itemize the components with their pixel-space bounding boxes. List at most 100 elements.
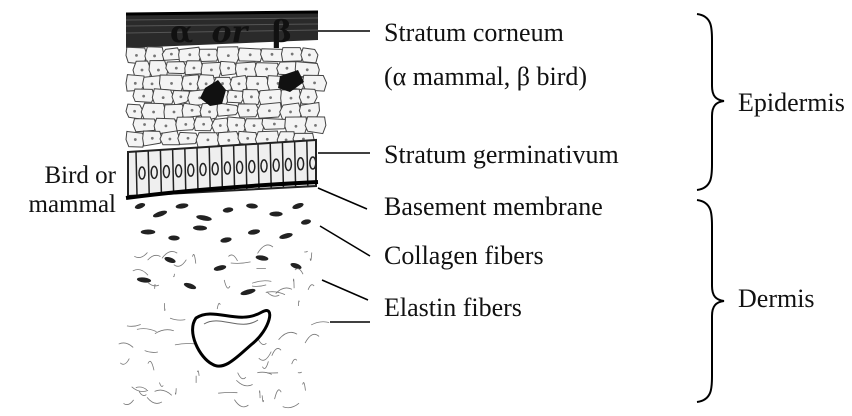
cell-nucleus xyxy=(308,109,311,112)
elastin-fiber xyxy=(238,373,246,379)
elastin-fiber xyxy=(283,403,299,408)
elastin-fiber xyxy=(292,359,297,364)
fibroblast-nucleus xyxy=(196,214,212,222)
cell-wall xyxy=(270,142,271,188)
blood-vessel xyxy=(193,311,270,367)
elastin-fiber xyxy=(308,285,314,290)
cell-nucleus xyxy=(173,111,176,114)
cell-nucleus xyxy=(188,53,191,56)
cell-nucleus xyxy=(273,123,276,126)
cell-nucleus xyxy=(170,53,173,56)
cell-nucleus xyxy=(142,95,145,98)
elastin-fiber xyxy=(119,343,133,348)
cell-wall xyxy=(160,149,161,193)
elastin-fiber xyxy=(175,388,176,394)
fibroblast-nucleus xyxy=(301,219,312,226)
fibroblast-nucleus xyxy=(141,229,156,234)
elastin-fiber xyxy=(295,269,303,274)
cell-wall xyxy=(185,148,186,193)
cell-nucleus xyxy=(175,67,178,70)
svg-text:α or β: α or β xyxy=(170,15,292,50)
cell-nucleus xyxy=(238,82,241,85)
elastin-fiber xyxy=(304,251,307,252)
elastin-fiber xyxy=(175,343,195,344)
elastin-fiber xyxy=(218,392,237,393)
cell-nucleus xyxy=(306,68,309,71)
cell-nucleus xyxy=(253,124,256,127)
elastin-fiber xyxy=(197,371,199,376)
side-label-line1: Bird or xyxy=(14,161,116,190)
elastin-fiber xyxy=(311,322,329,325)
fibroblast-nucleus xyxy=(175,203,188,210)
elastin-fiber xyxy=(174,260,187,267)
spinous-cell-layer xyxy=(126,47,327,149)
label-stratum-corneum-note: (α mammal, β bird) xyxy=(384,62,587,92)
elastin-fiber xyxy=(134,253,147,258)
cell-nucleus xyxy=(291,53,294,56)
cell-nucleus xyxy=(207,53,210,56)
fibroblast-nucleus xyxy=(269,211,282,216)
cell-nucleus xyxy=(308,53,311,56)
cell-nucleus xyxy=(184,123,187,126)
label-basement-membrane: Basement membrane xyxy=(384,192,603,222)
elastin-fiber xyxy=(228,255,237,261)
cell-nucleus xyxy=(205,82,208,85)
elastin-fiber xyxy=(127,324,141,326)
cell-nucleus xyxy=(179,95,182,98)
elastin-fiber xyxy=(262,361,268,368)
elastin-fiber xyxy=(303,383,306,391)
cell-nucleus xyxy=(141,69,144,72)
cell-nucleus xyxy=(295,125,298,128)
elastin-fiber xyxy=(272,348,281,355)
elastin-fiber xyxy=(164,303,165,311)
cell-nucleus xyxy=(168,138,171,141)
elastin-fiber xyxy=(231,262,251,263)
elastin-fiber xyxy=(259,391,260,398)
cell-wall xyxy=(258,143,259,188)
elastin-fiber xyxy=(133,269,148,275)
cell-nucleus xyxy=(162,96,165,99)
cell-nucleus xyxy=(271,53,274,56)
fibroblast-nucleus xyxy=(134,202,146,210)
label-stratum-corneum: Stratum corneum xyxy=(384,18,564,48)
cell-wall xyxy=(136,151,137,195)
cell-nucleus xyxy=(206,139,209,142)
fibroblast-nucleus xyxy=(255,255,268,262)
cell-wall xyxy=(148,150,149,194)
leader-lines xyxy=(318,31,370,322)
cell-nucleus xyxy=(227,54,230,57)
leader-collagen-fibers xyxy=(320,226,370,256)
beta-symbol: β xyxy=(272,15,292,50)
cell-nucleus xyxy=(247,109,250,112)
cell-nucleus xyxy=(152,111,155,114)
elastin-fiber xyxy=(148,361,154,370)
elastin-fiber xyxy=(234,400,248,407)
elastin-fiber xyxy=(136,387,147,390)
elastin-fiber xyxy=(155,390,172,395)
label-elastin-fibers: Elastin fibers xyxy=(384,293,522,323)
elastin-fiber xyxy=(120,359,129,365)
dermis-brace xyxy=(697,200,724,402)
elastin-fiber xyxy=(257,372,272,374)
cell-wall xyxy=(221,146,222,191)
cell-nucleus xyxy=(157,69,160,72)
elastin-fiber xyxy=(148,255,161,260)
cell-nucleus xyxy=(235,124,238,127)
fibroblast-nucleus xyxy=(193,225,207,230)
cell-nucleus xyxy=(135,54,138,57)
fibroblast-nucleus xyxy=(292,202,305,210)
cell-nucleus xyxy=(245,68,248,71)
elastin-fiber xyxy=(293,279,294,288)
cell-nucleus xyxy=(143,123,146,126)
cell-nucleus xyxy=(134,82,137,85)
cell-nucleus xyxy=(256,82,259,85)
elastin-fiber xyxy=(174,274,175,277)
group-label-epidermis: Epidermis xyxy=(738,88,845,118)
elastin-fiber xyxy=(224,280,230,288)
cell-nucleus xyxy=(289,111,292,114)
cell-nucleus xyxy=(227,109,230,112)
cell-nucleus xyxy=(153,55,156,58)
cell-nucleus xyxy=(286,67,289,70)
label-stratum-germinativum: Stratum germinativum xyxy=(384,140,619,170)
fibroblast-nucleus xyxy=(246,203,258,209)
